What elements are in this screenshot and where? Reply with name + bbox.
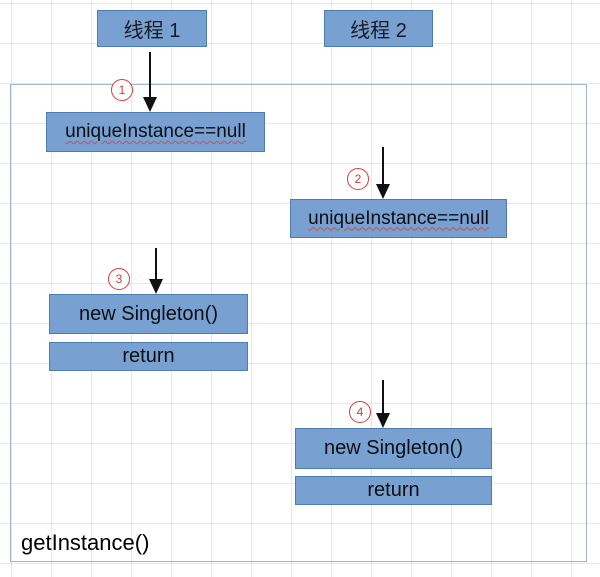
getinstance-label: getInstance()	[21, 530, 150, 555]
flow-arrow-1-icon	[143, 52, 157, 112]
arrow-shaft	[155, 248, 157, 279]
arrow-head	[149, 279, 163, 294]
step-badge-1: 1	[111, 79, 133, 101]
flow-arrow-3-icon	[149, 248, 163, 294]
flow-arrow-4-icon	[376, 380, 390, 428]
return-thread2-label: return	[367, 479, 420, 501]
flow-arrow-2-icon	[376, 147, 390, 199]
arrow-head	[143, 97, 157, 112]
new-singleton-thread1-label: new Singleton()	[79, 302, 218, 325]
arrow-head	[376, 184, 390, 199]
thread-2-box: 线程 2	[324, 10, 433, 47]
return-box-thread2: return	[295, 476, 492, 505]
new-singleton-box-thread2: new Singleton()	[295, 428, 492, 469]
arrow-shaft	[149, 52, 151, 97]
getinstance-frame: getInstance()	[10, 84, 587, 562]
step-badge-4: 4	[349, 401, 371, 423]
step-badge-2-number: 2	[354, 172, 362, 186]
step-badge-4-number: 4	[356, 405, 364, 419]
thread-1-label: 线程 1	[123, 20, 181, 42]
arrow-shaft	[382, 380, 384, 413]
check-null-thread1-label: uniqueInstance==null	[65, 121, 246, 142]
return-box-thread1: return	[49, 342, 248, 371]
step-badge-3-number: 3	[115, 272, 123, 286]
check-null-thread2-label: uniqueInstance==null	[308, 207, 489, 229]
thread-2-label: 线程 2	[350, 20, 407, 42]
arrow-shaft	[382, 147, 384, 184]
step-badge-2: 2	[347, 168, 369, 190]
step-badge-3: 3	[108, 268, 130, 290]
new-singleton-thread2-label: new Singleton()	[324, 437, 463, 459]
check-null-box-thread2: uniqueInstance==null	[290, 199, 507, 238]
return-thread1-label: return	[122, 345, 175, 367]
step-badge-1-number: 1	[118, 83, 126, 97]
thread-1-box: 线程 1	[97, 10, 207, 47]
arrow-head	[376, 413, 390, 428]
check-null-box-thread1: uniqueInstance==null	[46, 112, 265, 152]
new-singleton-box-thread1: new Singleton()	[49, 294, 248, 334]
